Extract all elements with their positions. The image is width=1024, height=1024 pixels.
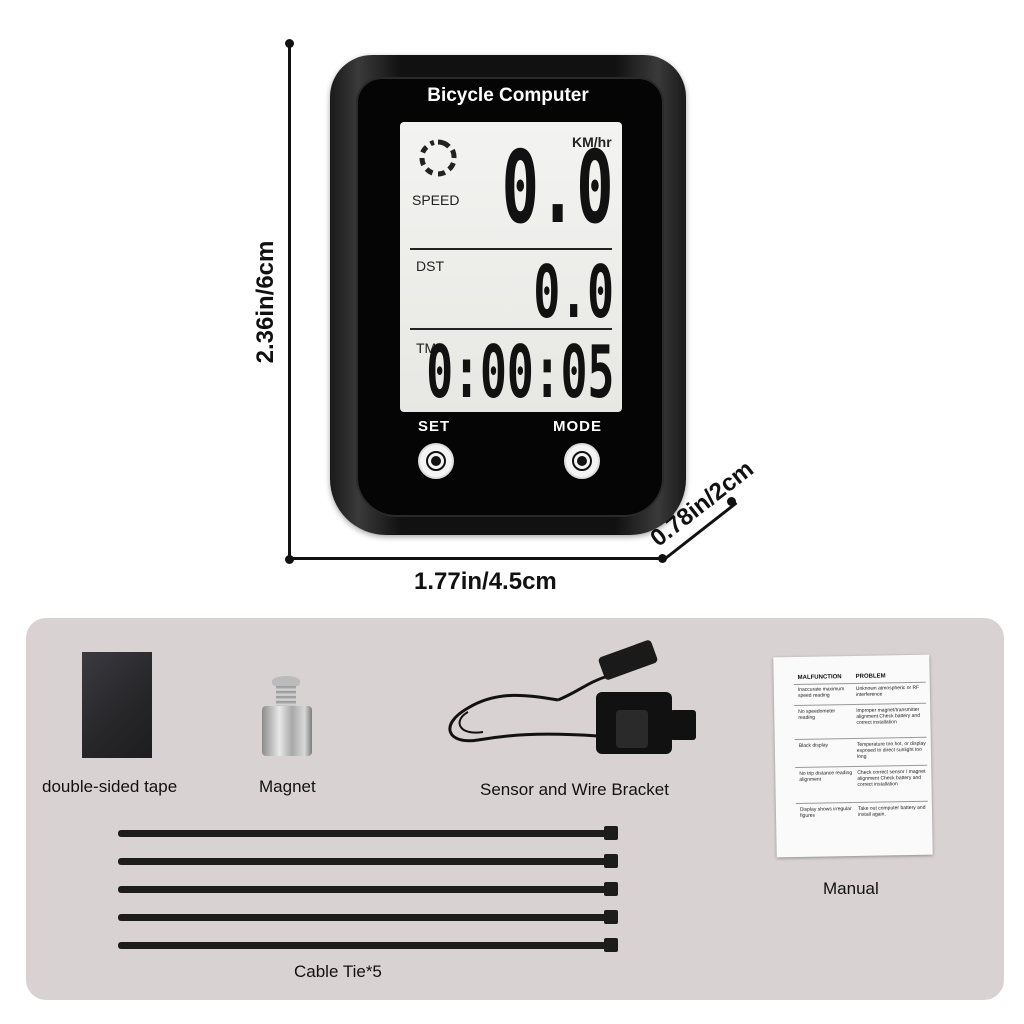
manual-malfunction: Black display bbox=[798, 742, 829, 749]
magnet-screw-head bbox=[272, 676, 300, 686]
dst-value: 0.0 bbox=[533, 250, 614, 334]
manual-row: Black display Temperature too hot, or di… bbox=[795, 741, 927, 760]
set-button-touch-icon bbox=[431, 456, 441, 466]
manual-rule bbox=[795, 800, 928, 805]
manual-image: MALFUNCTION PROBLEM Inaccurate maximum s… bbox=[773, 654, 933, 858]
cable-tie-head bbox=[604, 882, 618, 896]
cable-tie bbox=[118, 914, 618, 921]
manual-row: No trip distance reading alignment Check… bbox=[795, 769, 927, 788]
height-dimension-bottom-dot bbox=[285, 555, 294, 564]
device-title: Bicycle Computer bbox=[427, 85, 589, 106]
speed-icon bbox=[419, 139, 457, 177]
height-dimension-line bbox=[288, 44, 291, 560]
magnet-screw bbox=[276, 682, 296, 710]
width-dimension-label: 1.77in/4.5cm bbox=[414, 568, 557, 595]
speed-label: SPEED bbox=[412, 192, 460, 208]
manual-problem: Temperature too hot, or display exposed … bbox=[856, 740, 926, 760]
width-dimension-right-dot bbox=[658, 554, 667, 563]
manual-col2-header: PROBLEM bbox=[855, 673, 886, 680]
cable-tie bbox=[118, 942, 618, 949]
set-button-ring-icon bbox=[426, 451, 446, 471]
cable-tie bbox=[118, 858, 618, 865]
manual-malfunction: No trip distance reading alignment bbox=[799, 770, 853, 783]
double-sided-tape-image bbox=[82, 652, 152, 758]
lcd-separator-2 bbox=[410, 328, 612, 330]
speed-value: 0.0 bbox=[502, 129, 614, 246]
manual-row: No speedometer reading Improper magnet/t… bbox=[794, 707, 926, 726]
manual-problem: Improper magnet/transmitter alignment Ch… bbox=[856, 706, 921, 726]
tm-value: 0:00:05 bbox=[425, 330, 614, 414]
tape-label: double-sided tape bbox=[42, 777, 178, 796]
magnet-label: Magnet bbox=[259, 777, 316, 796]
mode-button-ring-icon bbox=[572, 451, 592, 471]
height-dimension-top-dot bbox=[285, 39, 294, 48]
cable-tie bbox=[118, 886, 618, 893]
manual-problem: Check correct sensor / magnet alignment … bbox=[857, 768, 926, 788]
manual-col1-header: MALFUNCTION bbox=[797, 674, 842, 681]
mode-label: MODE bbox=[553, 418, 602, 435]
dst-label: DST bbox=[416, 258, 444, 274]
lcd-screen: SPEED KM/hr 0.0 DST 0.0 TM 0:00:05 bbox=[400, 122, 622, 412]
cable-tie-head bbox=[604, 938, 618, 952]
depth-dimension-top-dot bbox=[727, 497, 736, 506]
cable-tie-head bbox=[604, 854, 618, 868]
magnet-image bbox=[262, 706, 312, 756]
manual-rule bbox=[795, 764, 928, 769]
mode-button-touch-icon bbox=[577, 456, 587, 466]
sensor-label: Sensor and Wire Bracket bbox=[480, 780, 669, 799]
manual-rule bbox=[794, 702, 927, 707]
manual-row: Display shows irregular figures Take out… bbox=[796, 805, 928, 819]
manual-problem: Unknown atmospheric or RF interference bbox=[855, 684, 920, 698]
mode-button[interactable] bbox=[564, 443, 600, 479]
tm-label: TM bbox=[416, 340, 437, 356]
manual-row: Inaccurate maximum speed reading Unknown… bbox=[794, 685, 926, 699]
set-label: SET bbox=[418, 418, 451, 435]
set-button[interactable] bbox=[418, 443, 454, 479]
manual-malfunction: Display shows irregular figures bbox=[799, 806, 852, 819]
manual-label: Manual bbox=[823, 879, 879, 898]
cable-tie-head bbox=[604, 910, 618, 924]
cable-tie-head bbox=[604, 826, 618, 840]
width-dimension-line bbox=[290, 557, 664, 560]
lcd-separator-1 bbox=[410, 248, 612, 250]
manual-rule bbox=[794, 736, 927, 741]
sensor-wire-bracket-image bbox=[448, 640, 696, 754]
manual-problem: Take out computer battery and install ag… bbox=[857, 804, 926, 818]
manual-malfunction: No speedometer reading bbox=[798, 708, 836, 721]
manual-malfunction: Inaccurate maximum speed reading bbox=[797, 686, 845, 699]
speed-unit: KM/hr bbox=[572, 134, 612, 150]
height-dimension-label: 2.36in/6cm bbox=[252, 240, 279, 364]
cable-tie bbox=[118, 830, 618, 837]
cable-tie-label: Cable Tie*5 bbox=[294, 962, 382, 981]
